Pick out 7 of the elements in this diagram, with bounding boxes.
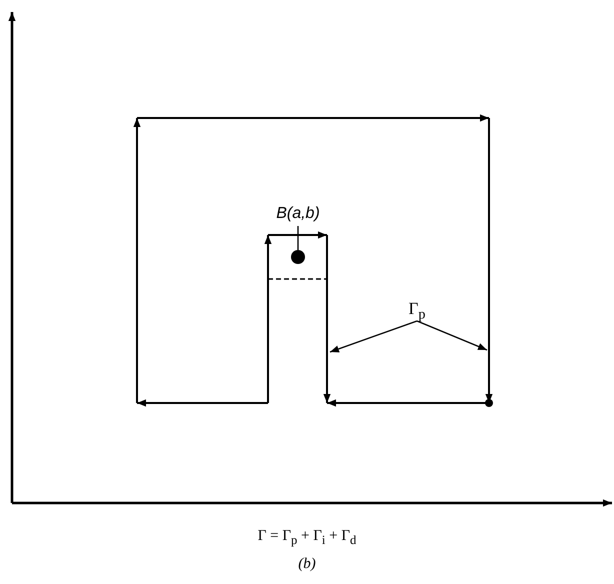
point-dot	[291, 250, 305, 264]
leader-arrow	[416, 320, 488, 351]
contour-label: Γ$_{p}$	[404, 299, 430, 321]
panel-label: (b)	[298, 556, 316, 572]
leader-line	[297, 226, 299, 250]
leader-arrow	[330, 320, 418, 353]
point-label: B(a,b)	[268, 204, 328, 226]
